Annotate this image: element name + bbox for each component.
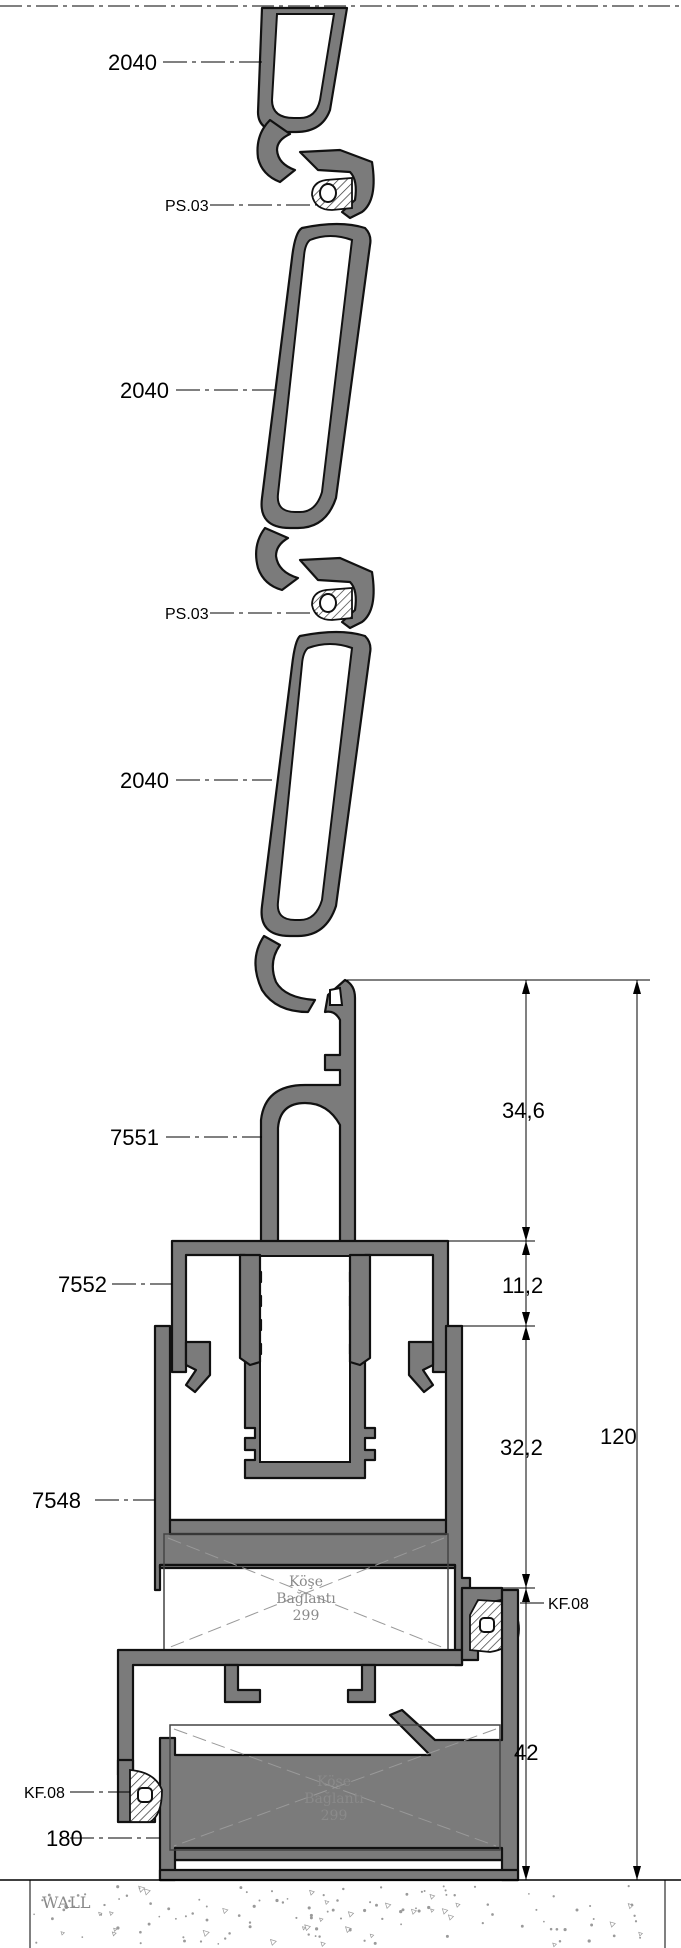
svg-text:299: 299 bbox=[293, 1608, 320, 1624]
svg-text:Köşe: Köşe bbox=[317, 1774, 351, 1790]
dim-34-6: 34,6 bbox=[502, 1098, 545, 1123]
label-guide-profile: 7552 bbox=[58, 1272, 107, 1297]
label-box-profile: 7548 bbox=[32, 1488, 81, 1513]
end-profile-7551 bbox=[259, 978, 357, 1432]
svg-text:Köşe: Köşe bbox=[289, 1574, 323, 1590]
label-gasket-lower: PS.03 bbox=[165, 606, 209, 623]
corner-box-1-text: Köşe Bağlantı 299 bbox=[276, 1574, 336, 1624]
label-end-profile: 7551 bbox=[110, 1125, 159, 1150]
gasket-lower bbox=[298, 556, 375, 630]
svg-text:Bağlantı: Bağlantı bbox=[276, 1591, 336, 1607]
label-slat-bottom: 2040 bbox=[120, 768, 169, 793]
wall: WALL bbox=[0, 1879, 681, 1948]
label-slat-top: 2040 bbox=[108, 50, 157, 75]
svg-text:Bağlantı: Bağlantı bbox=[304, 1791, 364, 1807]
corner-box-2-text: Köşe Bağlantı 299 bbox=[304, 1774, 364, 1824]
wall-label: WALL bbox=[42, 1893, 91, 1912]
slat-middle bbox=[255, 222, 372, 592]
svg-text:299: 299 bbox=[321, 1808, 348, 1824]
label-slat-middle: 2040 bbox=[120, 378, 169, 403]
label-gasket-left: KF.08 bbox=[24, 1785, 65, 1802]
slat-top bbox=[256, 6, 349, 184]
slat-bottom bbox=[254, 630, 372, 1014]
dim-42: 42 bbox=[514, 1740, 538, 1765]
label-base-profile: 180 bbox=[46, 1826, 83, 1851]
label-gasket-right: KF.08 bbox=[548, 1596, 589, 1613]
gasket-upper bbox=[298, 148, 375, 220]
dim-total-120: 120 bbox=[600, 1424, 637, 1449]
dimension-lines bbox=[345, 979, 650, 1881]
label-gasket-upper: PS.03 bbox=[165, 198, 209, 215]
dim-32-2: 32,2 bbox=[500, 1435, 543, 1460]
guide-profile-7552 bbox=[170, 1239, 450, 1480]
dim-11-2: 11,2 bbox=[502, 1273, 543, 1298]
gasket-left bbox=[116, 1758, 163, 1824]
